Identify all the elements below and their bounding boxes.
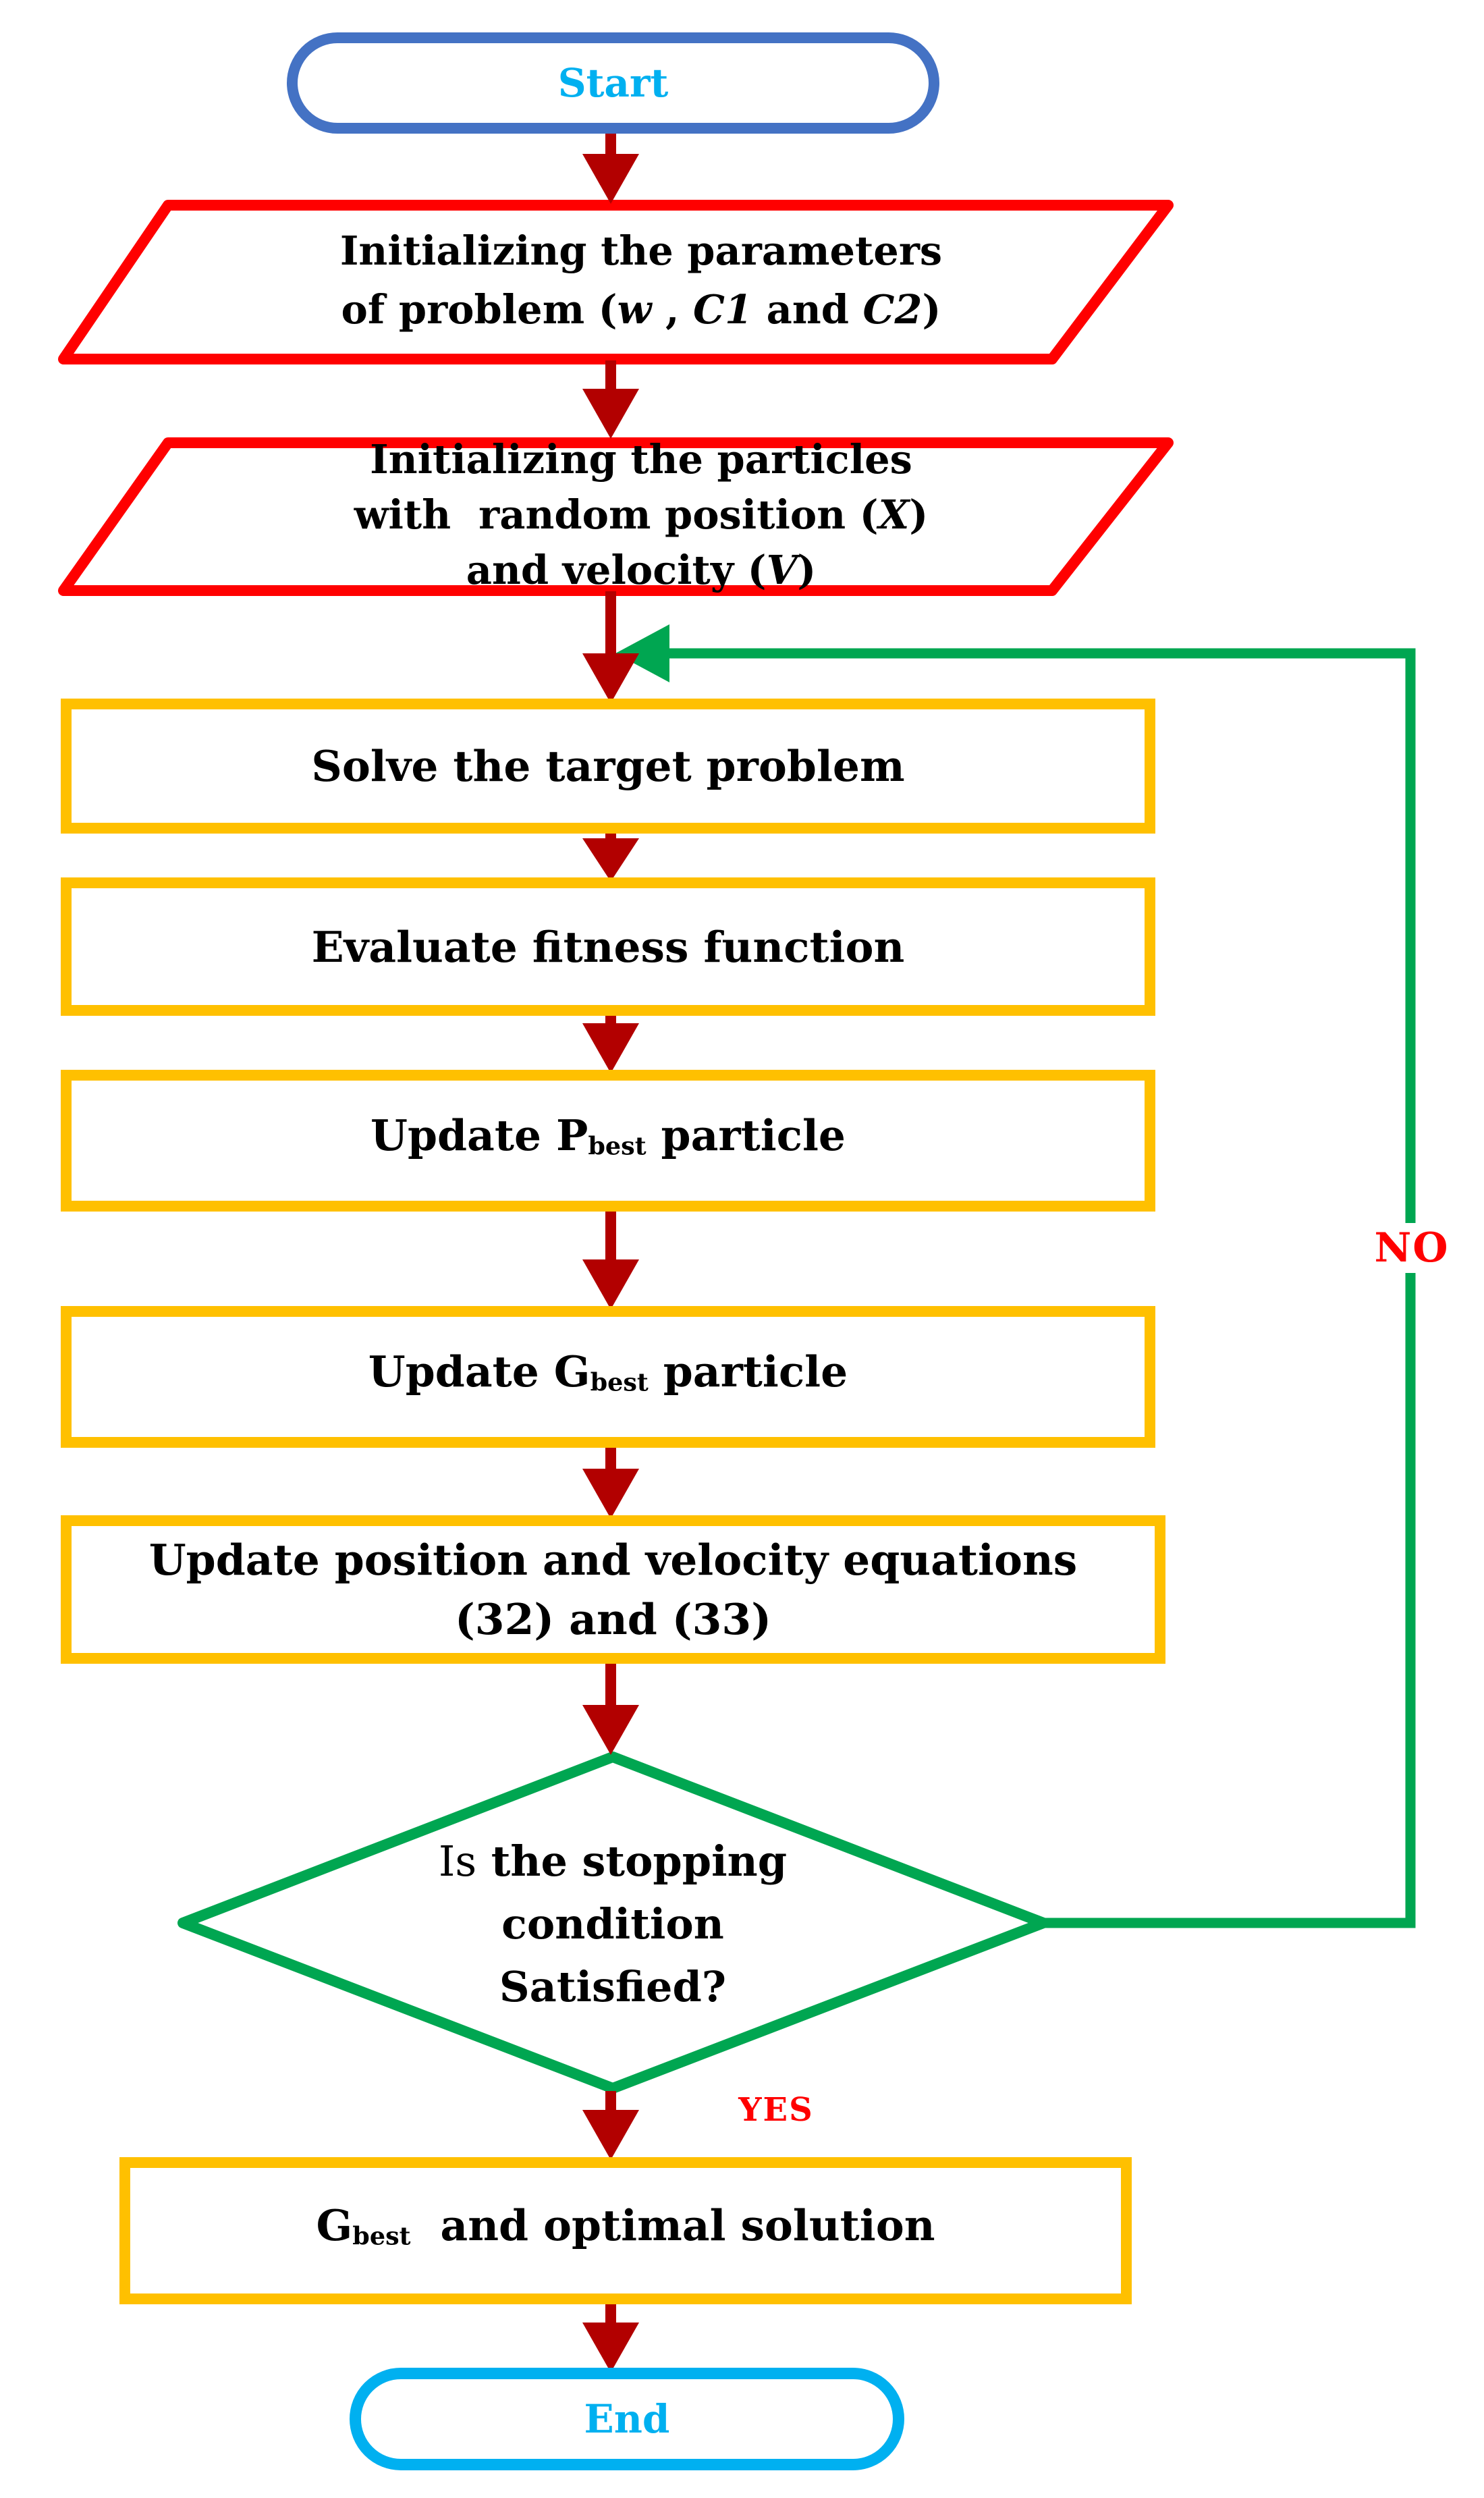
no-edge-label: NO xyxy=(1374,1224,1450,1272)
init-particles-parallelogram xyxy=(58,437,1174,596)
no-loop-arrowhead-icon xyxy=(615,624,669,682)
gbest-solution-label: Gbest and optimal solution xyxy=(316,2200,935,2251)
evaluate-fitness-box: Evaluate fitness function xyxy=(61,877,1155,1016)
flow-arrow-gbest-solution-to-end xyxy=(582,2302,639,2372)
init-particles-label: Initializing the particles with random p… xyxy=(354,436,929,593)
evaluate-fitness-label: Evaluate fitness function xyxy=(311,921,905,972)
flow-arrow-solve-to-evaluate xyxy=(582,830,639,881)
end-label: End xyxy=(584,2396,670,2442)
no-loop-line-lower xyxy=(1043,1273,1416,1928)
flow-arrow-pbest-to-gbest xyxy=(582,1208,639,1309)
start-terminator: Start xyxy=(287,32,939,134)
update-pbest-label: Update Pbest particle xyxy=(370,1110,846,1161)
flow-arrow-decision-to-gbest-solution xyxy=(582,2091,639,2160)
solve-problem-label: Solve the target problem xyxy=(311,741,905,791)
solve-problem-box: Solve the target problem xyxy=(61,699,1155,834)
flow-arrow-gbest-to-equations xyxy=(582,1444,639,1519)
update-gbest-label: Update Gbest particle xyxy=(368,1346,848,1397)
end-terminator: End xyxy=(350,2368,904,2470)
flow-arrow-start-to-parameters xyxy=(582,127,639,204)
update-pbest-box: Update Pbest particle xyxy=(61,1070,1155,1212)
update-equations-line2: (32) and (33) xyxy=(454,1594,772,1644)
init-parameters-label: Initializing the parameters of problem (… xyxy=(339,227,943,333)
update-equations-box: Update position and velocity equations (… xyxy=(61,1515,1165,1664)
update-gbest-box: Update Gbest particle xyxy=(61,1306,1155,1448)
flow-arrow-particles-to-solve xyxy=(582,591,639,703)
yes-edge-label: YES xyxy=(738,2091,814,2129)
flow-arrow-parameters-to-particles xyxy=(582,360,639,439)
start-label: Start xyxy=(557,60,669,106)
gbest-solution-box: Gbest and optimal solution xyxy=(119,2157,1132,2304)
init-parameters-parallelogram xyxy=(58,200,1174,364)
stopping-condition-diamond xyxy=(177,1752,1049,2094)
update-equations-line1: Update position and velocity equations xyxy=(148,1535,1078,1585)
flow-arrow-evaluate-to-pbest xyxy=(582,1012,639,1073)
flow-arrow-equations-to-decision xyxy=(582,1660,639,1755)
no-loop-line-upper xyxy=(634,648,1416,1223)
stopping-condition-label: Is the stopping condition Satisfied? xyxy=(438,1836,788,2011)
